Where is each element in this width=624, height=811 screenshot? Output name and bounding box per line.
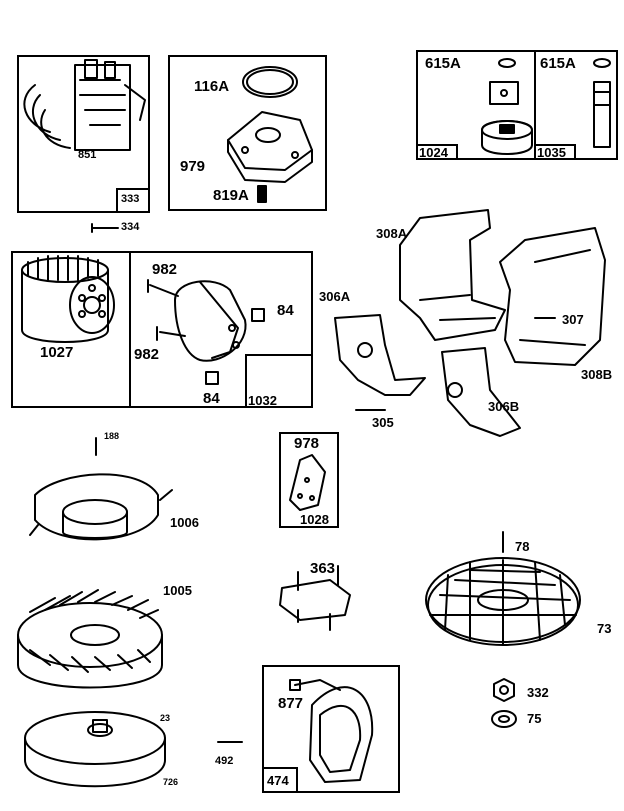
armature-box	[262, 665, 400, 793]
label-84-top[interactable]: 84	[277, 302, 294, 319]
part-615A-box-2	[534, 50, 618, 160]
label-305[interactable]: 305	[372, 415, 394, 430]
label-73[interactable]: 73	[597, 621, 612, 636]
label-332[interactable]: 332	[527, 685, 549, 700]
oil-filter-box	[11, 251, 131, 408]
label-1006[interactable]: 1006	[170, 515, 199, 530]
label-308A[interactable]: 308A	[376, 226, 408, 241]
label-23[interactable]: 23	[160, 713, 171, 723]
part-978-box	[279, 432, 339, 528]
label-308B[interactable]: 308B	[581, 367, 613, 382]
label-978[interactable]: 978	[294, 435, 320, 452]
label-1028[interactable]: 1028	[300, 512, 329, 527]
label-979[interactable]: 979	[180, 158, 206, 175]
label-877[interactable]: 877	[278, 695, 304, 712]
label-1027[interactable]: 1027	[40, 344, 74, 361]
label-819A[interactable]: 819A	[213, 187, 249, 204]
part-1024-box	[416, 144, 458, 160]
label-334[interactable]: 334	[121, 221, 140, 233]
label-116A[interactable]: 116A	[194, 78, 230, 95]
label-188[interactable]: 188	[104, 431, 120, 441]
label-982-bottom[interactable]: 982	[134, 346, 160, 363]
label-306A[interactable]: 306A	[319, 289, 351, 304]
label-307[interactable]: 307	[562, 312, 584, 327]
part-1032-box	[245, 354, 313, 408]
label-306B[interactable]: 306B	[488, 399, 520, 414]
part-333-box	[116, 188, 150, 213]
label-78[interactable]: 78	[515, 539, 530, 554]
label-615A-b[interactable]: 615A	[540, 55, 576, 72]
label-75[interactable]: 75	[527, 711, 542, 726]
label-851[interactable]: 851	[78, 149, 97, 161]
label-1005[interactable]: 1005	[163, 583, 192, 598]
governor-box	[17, 55, 150, 213]
label-1035[interactable]: 1035	[537, 145, 566, 160]
label-363[interactable]: 363	[310, 560, 336, 577]
label-492[interactable]: 492	[215, 755, 234, 767]
cover-box	[168, 55, 327, 211]
oil-pump-box	[129, 251, 313, 408]
label-333[interactable]: 333	[121, 193, 140, 205]
label-726[interactable]: 726	[163, 777, 179, 787]
label-1024[interactable]: 1024	[419, 145, 448, 160]
label-1032[interactable]: 1032	[248, 393, 277, 408]
governor-bracket-drawing	[23, 59, 146, 151]
part-1035-box	[534, 144, 576, 160]
part-474-box	[262, 767, 298, 793]
label-615A-a[interactable]: 615A	[425, 55, 461, 72]
label-84-bottom[interactable]: 84	[203, 390, 220, 407]
label-474[interactable]: 474	[267, 773, 289, 788]
label-982-top[interactable]: 982	[152, 261, 178, 278]
